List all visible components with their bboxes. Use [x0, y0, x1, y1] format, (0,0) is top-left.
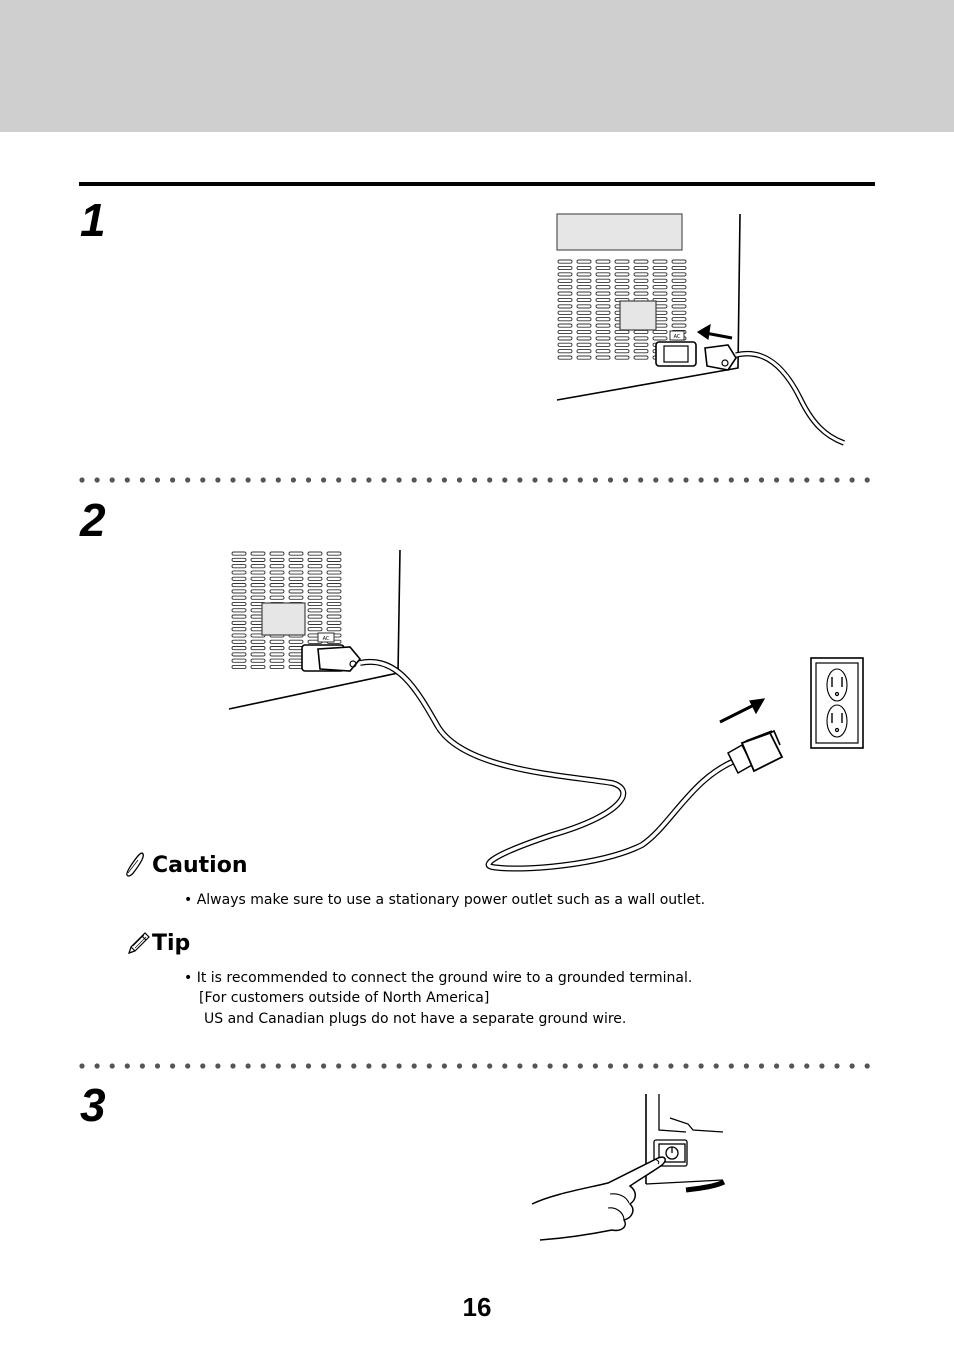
step-divider-1 — [79, 477, 877, 483]
step-1-illustration: AC — [550, 208, 850, 453]
caution-icon — [125, 852, 147, 883]
tip-sub-line-2: US and Canadian plugs do not have a sepa… — [204, 1011, 627, 1027]
tip-item-text: It is recommended to connect the ground … — [196, 970, 693, 986]
caution-heading: Caution — [152, 853, 248, 878]
caution-item-text: Always make sure to use a stationary pow… — [196, 892, 706, 908]
ac-label-2: AC — [323, 636, 330, 642]
page-number: 16 — [462, 1292, 492, 1322]
tip-sub-line-1: [For customers outside of North America] — [199, 990, 490, 1006]
ac-label-1: AC — [674, 334, 681, 340]
header-band — [0, 0, 954, 132]
step-2-number: 2 — [80, 494, 106, 546]
tip-item: • It is recommended to connect the groun… — [184, 970, 693, 986]
step-divider-2 — [79, 1063, 877, 1069]
step-3-number: 3 — [80, 1079, 106, 1131]
tip-heading: Tip — [152, 931, 191, 956]
step-3-illustration — [528, 1090, 733, 1245]
step-2-illustration: AC — [222, 545, 872, 875]
caution-item: • Always make sure to use a stationary p… — [184, 892, 706, 908]
step-1-number: 1 — [80, 194, 106, 246]
tip-icon — [125, 931, 151, 962]
section-rule — [79, 182, 875, 186]
